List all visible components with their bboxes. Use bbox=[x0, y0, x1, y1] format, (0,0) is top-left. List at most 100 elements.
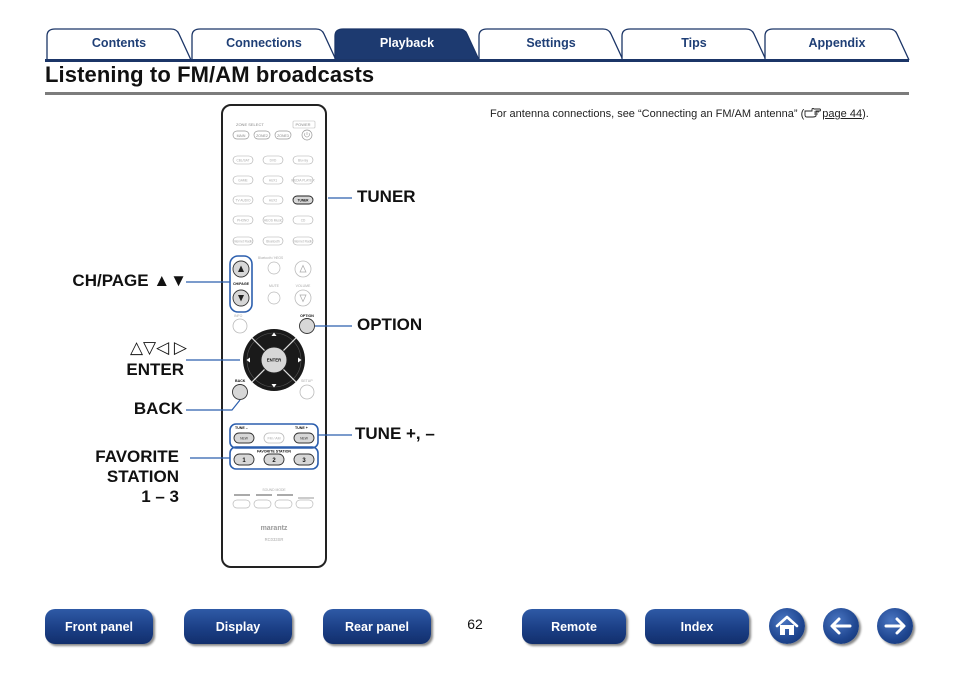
volume-up-icon bbox=[299, 264, 307, 273]
source-button-label: CD bbox=[301, 218, 306, 222]
tab-contents[interactable]: Contents bbox=[45, 28, 193, 61]
source-button[interactable] bbox=[262, 175, 284, 185]
back-button[interactable] bbox=[232, 384, 248, 400]
source-button-label: GAME bbox=[238, 178, 247, 182]
favorite-1-button[interactable] bbox=[233, 453, 255, 466]
tab-label: Settings bbox=[526, 36, 576, 50]
source-button[interactable] bbox=[292, 236, 314, 246]
source-button[interactable] bbox=[292, 215, 314, 225]
source-button-label: PHONO bbox=[237, 218, 249, 222]
favorite-1-label: 1 bbox=[242, 458, 246, 464]
callout-favorite-line3: 1 – 3 bbox=[141, 487, 179, 506]
tab-shape bbox=[191, 28, 337, 61]
zone3-button[interactable] bbox=[274, 130, 292, 140]
tune-minus-button[interactable] bbox=[233, 432, 255, 444]
tune-plus-button[interactable] bbox=[293, 432, 315, 444]
brand-logo: marantz bbox=[261, 525, 288, 532]
heos-button[interactable] bbox=[267, 261, 281, 275]
pointing-hand-icon bbox=[804, 107, 822, 118]
cursor-right-icon bbox=[298, 357, 302, 363]
front-panel-button[interactable]: Front panel bbox=[45, 609, 153, 644]
mute-button[interactable] bbox=[267, 291, 281, 305]
tab-settings[interactable]: Settings bbox=[477, 28, 625, 61]
info-label: INFO bbox=[234, 314, 243, 318]
tab-shape bbox=[334, 28, 481, 61]
source-button-label: DVD bbox=[270, 158, 277, 162]
volume-down-button[interactable] bbox=[294, 289, 312, 307]
volume-label: VOLUME bbox=[296, 284, 311, 288]
remote-button[interactable]: Remote bbox=[522, 609, 626, 644]
option-label: OPTION bbox=[300, 314, 314, 318]
source-button[interactable] bbox=[232, 175, 254, 185]
back-page-button[interactable] bbox=[823, 608, 859, 644]
tab-connections[interactable]: Connections bbox=[190, 28, 338, 61]
page-44-link[interactable]: page 44 bbox=[822, 108, 863, 120]
option-button[interactable] bbox=[299, 318, 315, 334]
callout-cursor: △▽◁ ▷ bbox=[129, 338, 187, 357]
callout-tune: TUNE +, – bbox=[355, 424, 435, 443]
source-button[interactable] bbox=[262, 155, 284, 165]
callout-ch-page: CH/PAGE ▲▼ bbox=[72, 271, 187, 290]
tab-shape bbox=[764, 28, 910, 61]
heos-label: Bluetooth / HEOS bbox=[258, 256, 283, 260]
ch-page-highlight bbox=[229, 255, 253, 313]
zone2-button[interactable] bbox=[253, 130, 271, 140]
home-icon bbox=[775, 615, 799, 635]
source-button-label: TV AUDIO bbox=[236, 198, 251, 202]
forward-page-button[interactable] bbox=[877, 608, 913, 644]
source-button[interactable] bbox=[292, 175, 314, 185]
source-button-label: MEDIA PLAYER bbox=[291, 178, 315, 182]
cursor-down-icon bbox=[271, 384, 277, 388]
chapter-tabs: Contents Connections Playback Settings T… bbox=[0, 0, 954, 70]
callout-option: OPTION bbox=[357, 315, 423, 334]
source-button[interactable] bbox=[262, 195, 284, 205]
tune-minus-button-text: NEW bbox=[240, 437, 249, 441]
sound-mode-button[interactable] bbox=[253, 499, 272, 509]
source-button-label: CBL/SAT bbox=[236, 158, 249, 162]
enter-button[interactable] bbox=[260, 346, 288, 374]
back-label: BACK bbox=[235, 379, 246, 383]
source-button[interactable] bbox=[232, 236, 254, 246]
ch-page-label: CH/PAGE bbox=[233, 282, 250, 286]
sound-mode-bar bbox=[234, 494, 250, 496]
tab-playback[interactable]: Playback bbox=[333, 28, 481, 61]
rear-panel-button[interactable]: Rear panel bbox=[323, 609, 431, 644]
tab-tips[interactable]: Tips bbox=[620, 28, 768, 61]
source-button[interactable] bbox=[262, 236, 284, 246]
cursor-up-icon bbox=[271, 332, 277, 336]
volume-up-button[interactable] bbox=[294, 260, 312, 278]
zone-buttons: MAIN ZONE2 ZONE3 bbox=[232, 129, 313, 141]
source-button[interactable] bbox=[232, 215, 254, 225]
zone2-label: ZONE2 bbox=[256, 134, 268, 138]
display-button[interactable]: Display bbox=[184, 609, 292, 644]
tab-appendix[interactable]: Appendix bbox=[763, 28, 911, 61]
tab-label: Tips bbox=[681, 36, 707, 50]
favorite-2-button[interactable] bbox=[263, 453, 285, 466]
fm-am-button[interactable] bbox=[263, 432, 285, 444]
source-button[interactable] bbox=[262, 215, 284, 225]
tab-label: Playback bbox=[379, 36, 435, 50]
remote-buttons: ZONE SELECT POWER MAIN ZONE2 ZONE3 CBL/S… bbox=[229, 120, 319, 542]
source-button-label: Internet Radio bbox=[233, 239, 253, 243]
source-button[interactable] bbox=[232, 195, 254, 205]
index-button[interactable]: Index bbox=[645, 609, 749, 644]
sound-mode-bar bbox=[298, 497, 314, 499]
power-label: POWER bbox=[295, 122, 310, 127]
favorite-highlight bbox=[229, 446, 319, 470]
tuner-button[interactable] bbox=[292, 195, 314, 205]
source-button[interactable] bbox=[292, 155, 314, 165]
sound-mode-button[interactable] bbox=[232, 499, 251, 509]
tab-label: Contents bbox=[91, 36, 147, 50]
arrow-left-icon bbox=[830, 617, 852, 635]
favorite-2-label: 2 bbox=[272, 458, 276, 464]
home-button[interactable] bbox=[769, 608, 805, 644]
setup-button[interactable] bbox=[299, 384, 315, 400]
favorite-3-button[interactable] bbox=[293, 453, 315, 466]
info-button[interactable] bbox=[232, 318, 248, 334]
main-button[interactable] bbox=[232, 130, 250, 140]
source-button[interactable] bbox=[232, 155, 254, 165]
sound-mode-button[interactable] bbox=[295, 499, 314, 509]
sound-mode-button[interactable] bbox=[274, 499, 293, 509]
tab-shape bbox=[621, 28, 767, 61]
